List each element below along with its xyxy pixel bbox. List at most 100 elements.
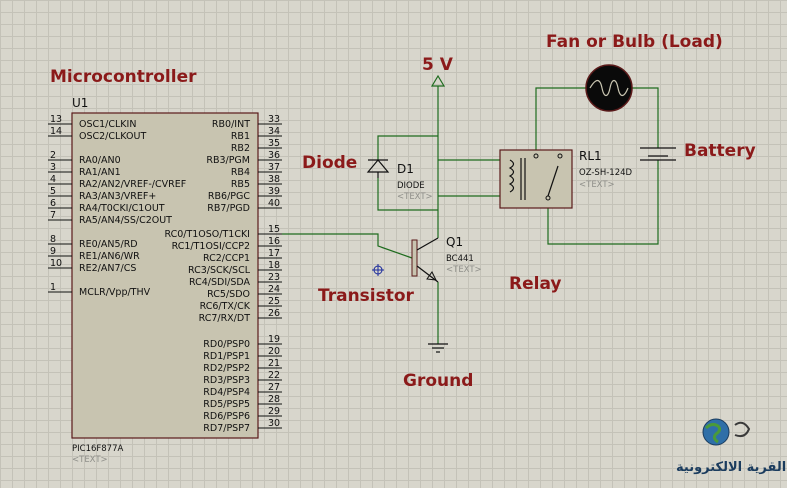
probe-marker-icon[interactable] — [372, 264, 384, 276]
pin-number: 30 — [268, 418, 280, 429]
u1-pin-right[interactable]: 35 RB2 — [231, 138, 282, 154]
watermark-logo: القرية الالكترونية — [676, 418, 786, 475]
pin-name: RD3/PSP3 — [203, 375, 250, 386]
pin-number: 15 — [268, 224, 280, 235]
pin-number: 35 — [268, 138, 280, 149]
pin-name: RA1/AN1 — [79, 167, 121, 178]
transistor-collector-leg — [416, 237, 439, 251]
relay-coil-icon — [508, 159, 515, 193]
pin-name: RC7/RX/DT — [199, 313, 251, 324]
transistor-q1[interactable]: Q1 BC441 <TEXT> — [372, 235, 482, 283]
pin-name: RC4/SDI/SDA — [189, 277, 251, 288]
d1-part: DIODE — [397, 181, 425, 191]
battery-label: Battery — [684, 141, 756, 161]
battery[interactable] — [640, 147, 676, 161]
relay-rl1[interactable]: RL1 OZ-SH-124D <TEXT> — [499, 149, 633, 209]
pin-number: 10 — [50, 258, 62, 269]
u1-pin-right[interactable]: 30 RD7/PSP7 — [203, 418, 282, 434]
wire-rc0 — [282, 233, 413, 259]
pin-number: 29 — [268, 406, 280, 417]
pin-name: RD1/PSP1 — [203, 351, 250, 362]
pin-name: RD7/PSP7 — [203, 423, 250, 434]
u1-pin-left[interactable]: 14 OSC2/CLKOUT — [48, 126, 146, 142]
wire-load-battery — [632, 87, 659, 148]
pin-number: 8 — [50, 234, 56, 245]
pin-name: RB3/PGM — [206, 155, 250, 166]
microcontroller-label: Microcontroller — [50, 67, 197, 87]
five-volt-label: 5 V — [422, 55, 454, 75]
pin-name: RC3/SCK/SCL — [188, 265, 251, 276]
pin-number: 3 — [50, 162, 56, 173]
u1-body — [71, 112, 259, 439]
pin-number: 40 — [268, 198, 280, 209]
pin-name: OSC2/CLKOUT — [79, 131, 146, 142]
u1-pin-right[interactable]: 23 RC4/SDI/SDA — [189, 272, 282, 288]
pin-name: RC6/TX/CK — [200, 301, 251, 312]
pin-number: 21 — [268, 358, 280, 369]
pin-name: OSC1/CLKIN — [79, 119, 136, 130]
pin-name: RC5/SDO — [207, 289, 250, 300]
diode-d1[interactable]: D1 DIODE <TEXT> — [366, 159, 433, 202]
lamp-load[interactable] — [585, 64, 633, 112]
transistor-label: Transistor — [318, 286, 415, 306]
pin-name: RA3/AN3/VREF+ — [79, 191, 156, 202]
relay-body — [499, 149, 573, 209]
pin-name: RA2/AN2/VREF-/CVREF — [79, 179, 186, 190]
pin-name: RB6/PGC — [208, 191, 250, 202]
pin-name: RB4 — [231, 167, 250, 178]
q1-text: <TEXT> — [446, 265, 482, 275]
power-arrow-icon — [430, 74, 446, 87]
rl1-part: OZ-SH-124D — [579, 168, 633, 178]
diode-triangle-icon — [366, 159, 390, 173]
pin-number: 38 — [268, 174, 280, 185]
pin-number: 23 — [268, 272, 280, 283]
ground-symbol[interactable] — [428, 343, 448, 353]
d1-ref: D1 — [397, 162, 414, 176]
pin-name: RD4/PSP4 — [203, 387, 250, 398]
wires — [282, 86, 659, 344]
wire-battery-relay — [547, 160, 659, 245]
pin-name: RB2 — [231, 143, 250, 154]
u1-pin-left[interactable]: 3 RA1/AN1 — [48, 162, 121, 178]
u1-ref: U1 — [72, 96, 88, 110]
power-terminal-5v[interactable] — [430, 74, 446, 87]
pin-number: 14 — [50, 126, 62, 137]
pin-name: RE1/AN6/WR — [79, 251, 140, 262]
